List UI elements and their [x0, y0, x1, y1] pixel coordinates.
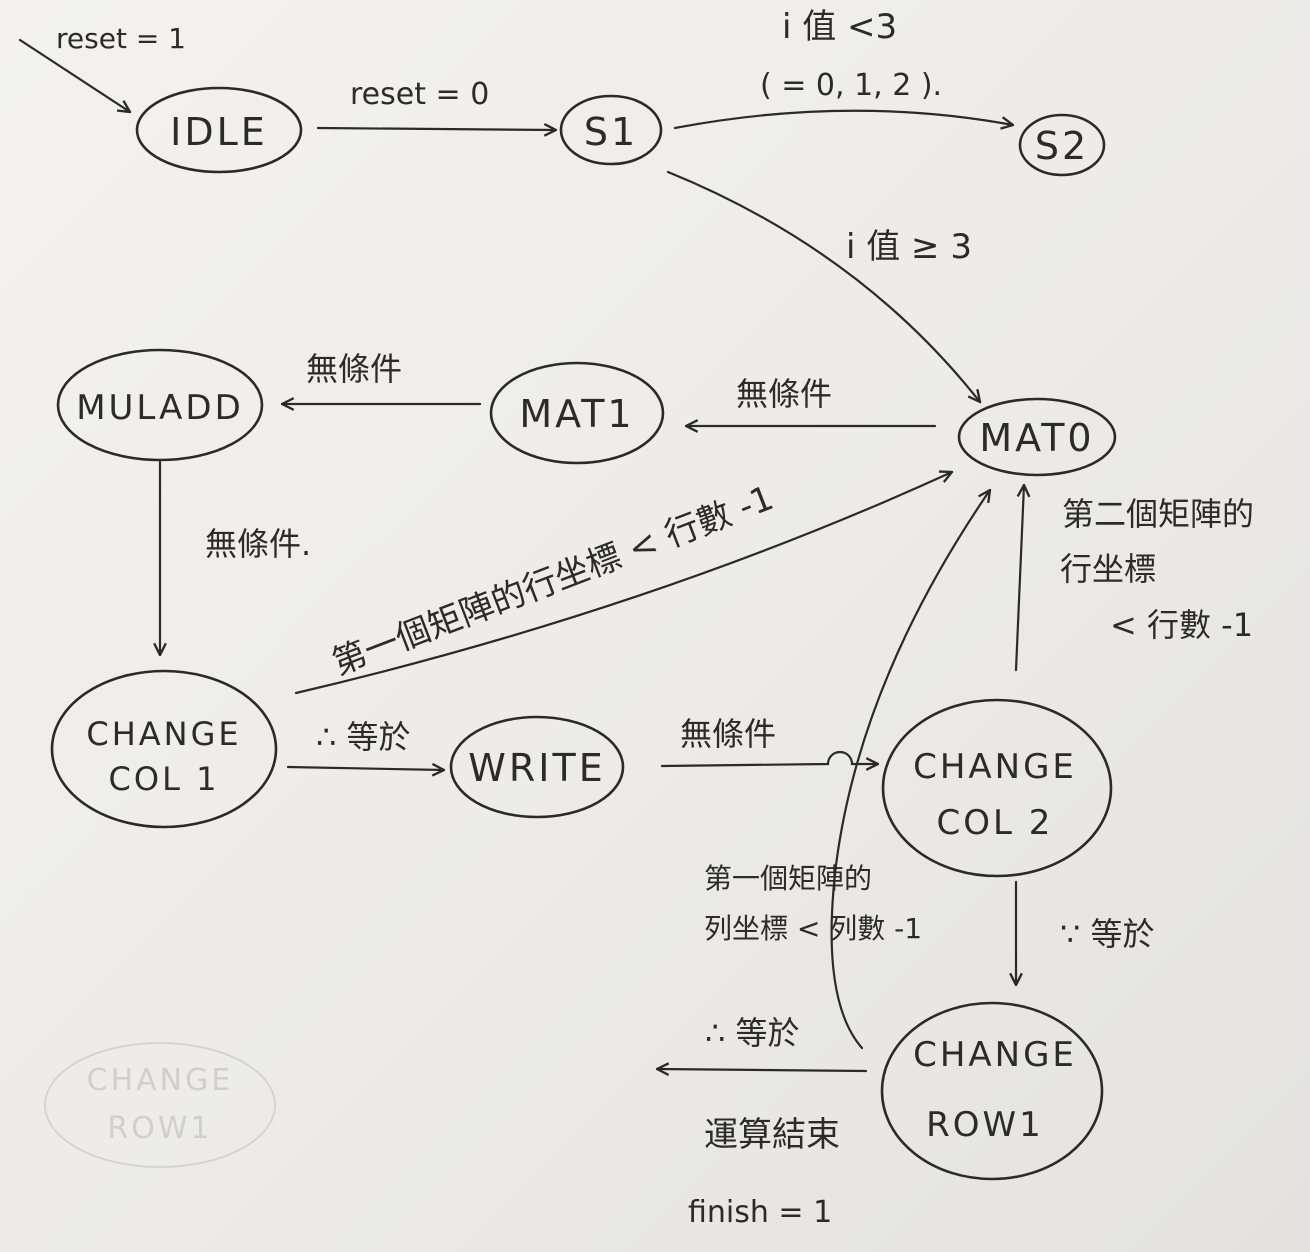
state-s2-label: S2	[1035, 124, 1089, 168]
state-write: WRITE	[449, 715, 625, 819]
state-change-col1: CHANGE COL 1	[50, 669, 278, 829]
label-s1-to-s2-line2: ( = 0, 1, 2 ).	[760, 68, 942, 103]
s1-to-s2-arrow	[673, 109, 1013, 128]
changerow1-exit-arrow	[657, 1069, 868, 1071]
state-change-col1-line2: COL 1	[109, 760, 220, 798]
state-muladd: MULADD	[56, 348, 264, 462]
label-mat0-to-mat1: 無條件	[736, 375, 832, 413]
state-change-col1-line1: CHANGE	[86, 715, 241, 753]
state-idle: IDLE	[135, 86, 303, 174]
label-s1-to-mat0: i 值 ≥ 3	[846, 227, 972, 267]
label-reset-entry: reset = 1	[56, 22, 186, 55]
state-mat0: MAT0	[957, 397, 1117, 477]
label-finish-note-line2: finish = 1	[688, 1195, 832, 1230]
ghost-state-line2: ROW1	[107, 1111, 212, 1146]
state-change-col2: CHANGE COL 2	[881, 698, 1113, 878]
label-changerow1-exit: ∴ 等於	[705, 1014, 800, 1052]
changecol1-to-write-arrow	[286, 767, 444, 770]
state-change-col2-line1: CHANGE	[913, 747, 1077, 787]
state-muladd-label: MULADD	[76, 388, 244, 428]
label-changecol1-to-write: ∴ 等於	[316, 718, 411, 756]
label-changerow1-to-mat0-line2: 列坐標 < 列數 -1	[704, 912, 922, 945]
state-s1-label: S1	[584, 110, 638, 154]
label-changerow1-to-mat0-line1: 第一個矩陣的	[704, 862, 872, 895]
reset-entry-arrow	[18, 38, 130, 112]
write-to-changecol2-arrow	[660, 750, 878, 766]
label-mat1-to-muladd: 無條件	[306, 350, 402, 388]
state-s2: S2	[1018, 113, 1106, 177]
state-change-row1: CHANGE ROW1	[880, 1001, 1104, 1181]
label-changecol1-to-mat0: 第一個矩陣的行坐標 < 行數 -1	[327, 478, 779, 683]
label-changecol2-to-mat0-line1: 第二個矩陣的	[1062, 495, 1254, 533]
state-change-col2-line2: COL 2	[937, 803, 1054, 843]
changecol1-to-mat0-arrow	[294, 472, 952, 695]
ghost-state-line1: CHANGE	[87, 1063, 234, 1098]
changecol2-to-mat0-arrow	[1014, 485, 1024, 672]
label-idle-to-s1: reset = 0	[350, 77, 489, 112]
ghost-state: CHANGE ROW1	[44, 1042, 276, 1168]
state-write-label: WRITE	[468, 746, 605, 790]
state-mat1-label: MAT1	[519, 392, 634, 436]
label-changecol2-to-changerow1: ∵ 等於	[1060, 915, 1155, 953]
changerow1-to-mat0-arrow	[830, 490, 990, 1050]
state-change-row1-line1: CHANGE	[913, 1035, 1077, 1075]
label-finish-note-line1: 運算結束	[704, 1115, 840, 1155]
idle-to-s1-arrow	[316, 128, 556, 130]
state-s1: S1	[559, 94, 663, 166]
state-mat0-label: MAT0	[979, 416, 1094, 460]
label-muladd-to-changecol1: 無條件.	[205, 525, 311, 563]
state-mat1: MAT1	[489, 361, 665, 465]
s1-to-mat0-arrow	[666, 170, 980, 402]
label-s1-to-s2-line1: i 值 <3	[782, 7, 897, 47]
label-changecol2-to-mat0-line2: 行坐標	[1060, 550, 1156, 588]
label-write-to-changecol2: 無條件	[680, 715, 776, 753]
state-idle-label: IDLE	[170, 110, 268, 154]
label-changecol2-to-mat0-line3: < 行數 -1	[1110, 606, 1253, 644]
state-change-row1-line2: ROW1	[926, 1105, 1044, 1145]
